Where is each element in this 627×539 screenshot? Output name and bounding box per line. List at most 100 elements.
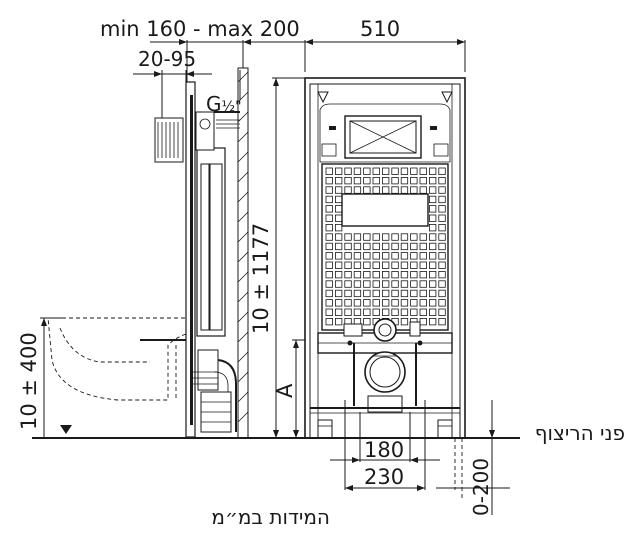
grid-cell — [419, 252, 427, 260]
grid-cell — [428, 167, 437, 175]
grid-cell — [334, 233, 343, 241]
grid-cell — [419, 308, 427, 316]
grid-cell — [381, 252, 390, 260]
grid-cell — [400, 176, 409, 185]
grid-cell — [438, 308, 446, 316]
grid-cell — [363, 176, 371, 185]
cistern-grid — [325, 167, 446, 326]
grid-cell — [334, 176, 343, 185]
grid-cell — [400, 270, 409, 279]
grid-cell — [344, 299, 352, 307]
grid-cell — [410, 242, 418, 251]
grid-cell — [353, 233, 362, 241]
grid-cell — [334, 270, 343, 279]
grid-cell — [344, 261, 352, 269]
top-dimensions: min 160 - max 200 510 20-95 — [100, 17, 466, 120]
grid-cell — [334, 308, 343, 316]
depth-range-label: min 160 - max 200 — [100, 17, 300, 41]
grid-cell — [400, 299, 409, 307]
grid-cell — [400, 280, 409, 288]
grid-cell — [400, 308, 409, 316]
side-view: G½" — [47, 67, 249, 439]
grid-cell — [381, 242, 390, 251]
grid-cell — [334, 289, 343, 298]
grid-cell — [381, 167, 390, 175]
grid-cell — [428, 280, 437, 288]
grid-cell — [353, 167, 362, 175]
grid-cell — [410, 261, 418, 269]
outer-spacing-label: 230 — [364, 465, 404, 489]
grid-cell — [428, 252, 437, 260]
grid-cell — [344, 176, 352, 185]
grid-cell — [391, 289, 399, 298]
grid-cell — [428, 261, 437, 269]
grid-cell — [428, 308, 437, 316]
grid-cell — [363, 252, 371, 260]
grid-cell — [419, 261, 427, 269]
grid-cell — [410, 299, 418, 307]
grid-cell — [325, 167, 333, 175]
grid-cell — [419, 233, 427, 241]
grid-cell — [381, 280, 390, 288]
grid-cell — [344, 289, 352, 298]
grid-cell — [438, 252, 446, 260]
grid-cell — [428, 223, 437, 232]
grid-cell — [428, 233, 437, 241]
grid-cell — [363, 242, 371, 251]
grid-cell — [372, 242, 380, 251]
grid-cell — [438, 176, 446, 185]
frame-height-dimension: 10 ± 1177 A — [249, 77, 340, 438]
grid-cell — [353, 289, 362, 298]
grid-cell — [372, 252, 380, 260]
grid-cell — [391, 308, 399, 316]
grid-cell — [334, 242, 343, 251]
grid-cell — [325, 317, 333, 326]
grid-cell — [428, 317, 437, 326]
grid-cell — [428, 214, 437, 222]
grid-cell — [438, 317, 446, 326]
grid-cell — [419, 167, 427, 175]
flush-height-label: A — [273, 383, 297, 398]
grid-cell — [372, 299, 380, 307]
grid-cell — [391, 261, 399, 269]
grid-cell — [428, 299, 437, 307]
grid-cell — [325, 205, 333, 213]
grid-cell — [391, 176, 399, 185]
grid-cell — [363, 167, 371, 175]
grid-cell — [438, 195, 446, 204]
grid-cell — [363, 261, 371, 269]
grid-cell — [419, 299, 427, 307]
grid-cell — [428, 289, 437, 298]
grid-cell — [410, 280, 418, 288]
grid-cell — [334, 280, 343, 288]
grid-cell — [428, 186, 437, 194]
inner-spacing-label: 180 — [364, 438, 404, 462]
grid-cell — [325, 299, 333, 307]
grid-cell — [325, 186, 333, 194]
grid-cell — [325, 261, 333, 269]
grid-cell — [363, 270, 371, 279]
grid-cell — [334, 167, 343, 175]
grid-cell — [353, 280, 362, 288]
grid-cell — [325, 223, 333, 232]
grid-cell — [372, 289, 380, 298]
grid-cell — [334, 317, 343, 326]
grid-cell — [428, 195, 437, 204]
grid-cell — [325, 252, 333, 260]
flush-plate-lines — [157, 122, 179, 158]
grid-cell — [325, 242, 333, 251]
units-note: המידות במ״מ — [211, 505, 330, 529]
grid-cell — [353, 308, 362, 316]
grid-cell — [353, 252, 362, 260]
grid-cell — [400, 167, 409, 175]
grid-cell — [325, 270, 333, 279]
grid-cell — [391, 242, 399, 251]
grid-cell — [438, 261, 446, 269]
grid-cell — [334, 299, 343, 307]
pipe-adjust-label: 20-95 — [138, 47, 196, 71]
grid-cell — [391, 299, 399, 307]
grid-cell — [438, 205, 446, 213]
grid-cell — [381, 261, 390, 269]
grid-cell — [334, 261, 343, 269]
grid-cell — [428, 242, 437, 251]
